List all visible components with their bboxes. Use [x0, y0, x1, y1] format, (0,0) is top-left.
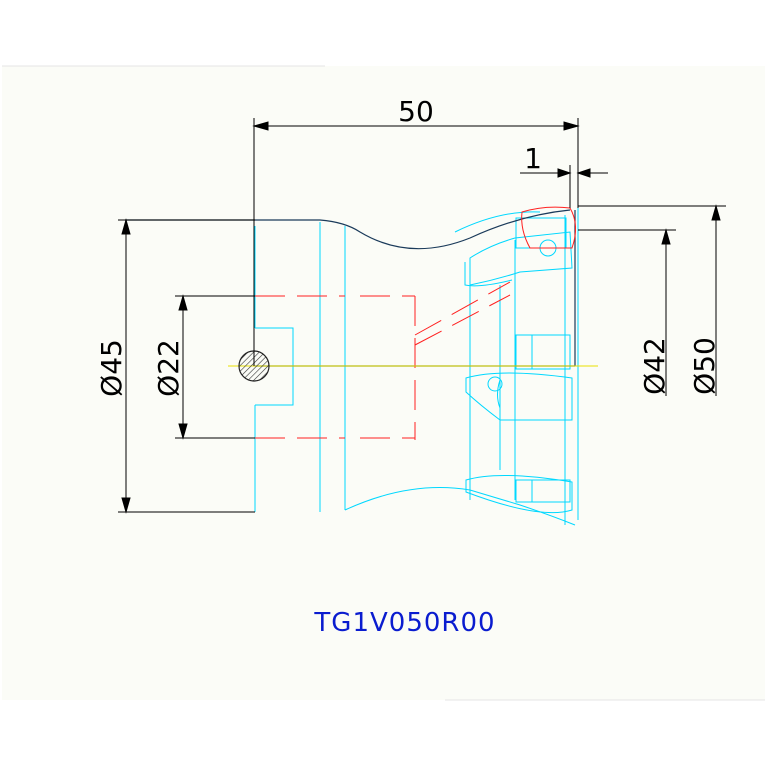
dim-bore-diameter-label: Ø22	[152, 339, 185, 397]
dim-length-label: 50	[398, 95, 434, 128]
cyan-detail-lines	[254, 208, 579, 526]
drawing-panel	[2, 66, 765, 700]
dim-body-diameter-label: Ø45	[95, 339, 128, 397]
dim-offset-label: 1	[524, 142, 542, 175]
part-number: TG1V050R00	[313, 608, 495, 638]
dim-inner-diameter-label: Ø42	[638, 337, 671, 395]
red-hidden-lines	[255, 206, 576, 440]
dim-cutting-diameter-label: Ø50	[688, 337, 721, 395]
dimension-lines	[118, 118, 726, 514]
